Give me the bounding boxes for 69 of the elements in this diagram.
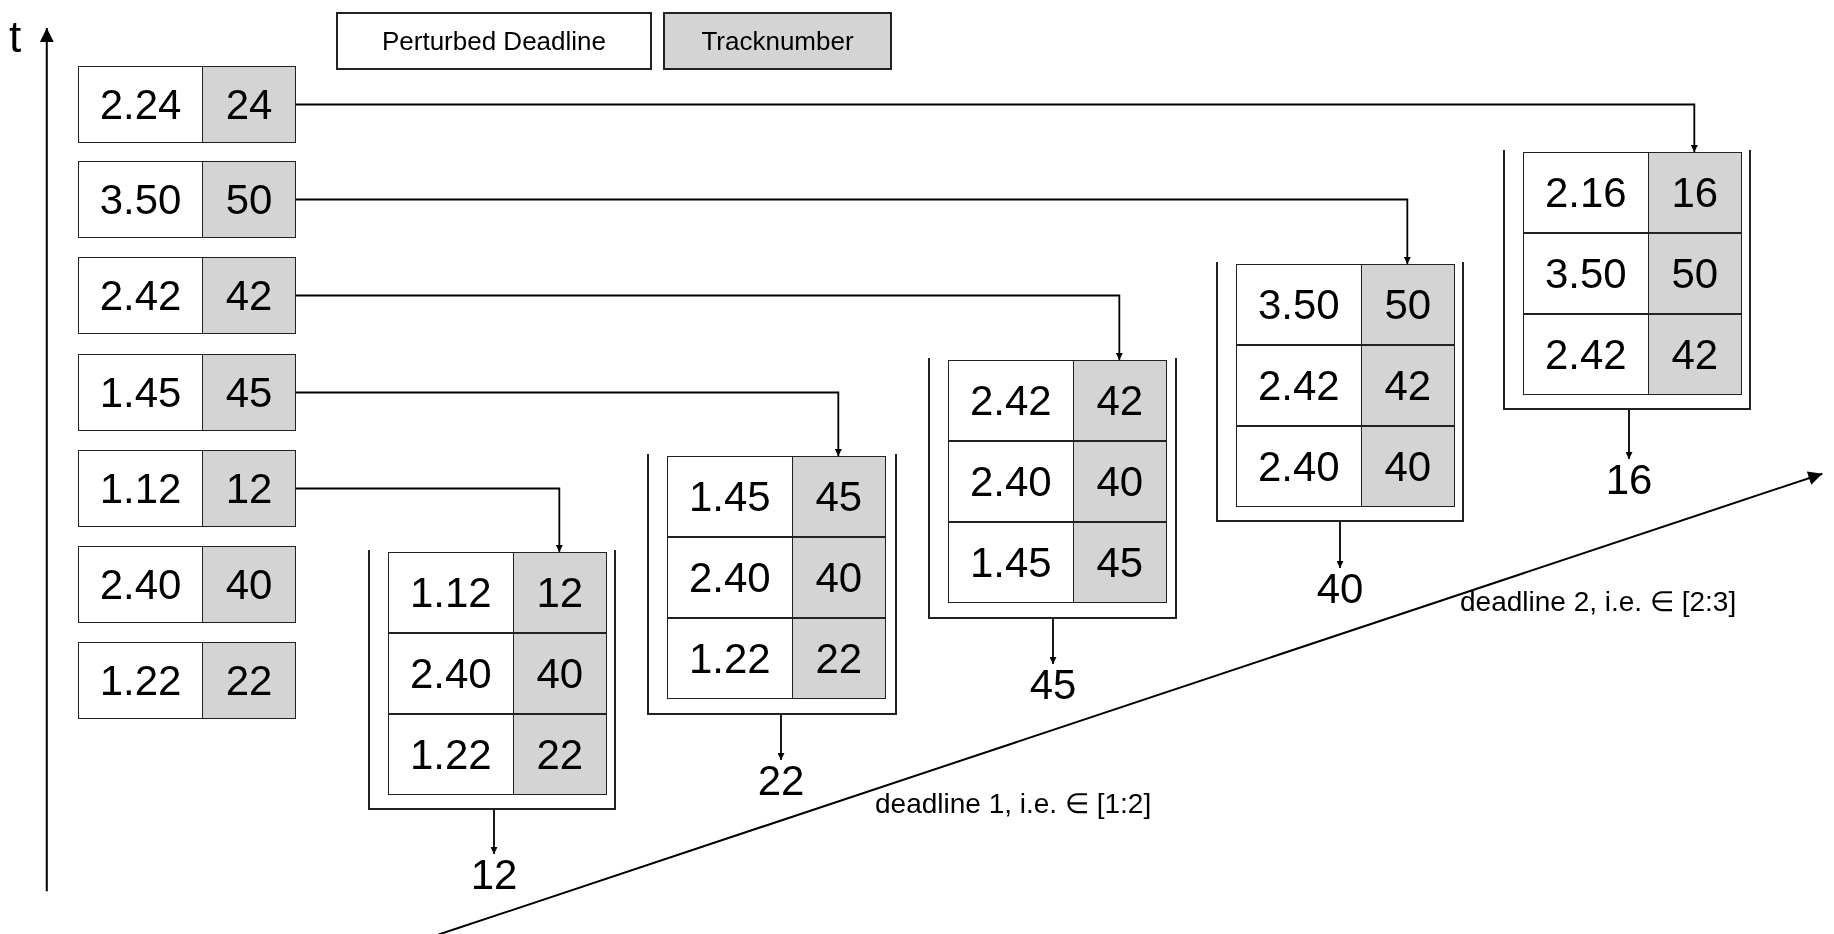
tracknumber-cell: 42 — [1072, 361, 1166, 440]
tracknumber-cell: 45 — [791, 457, 885, 536]
tracknumber-cell: 45 — [1072, 523, 1166, 602]
tracknumber-cell: 50 — [202, 162, 295, 237]
queue-entry — [948, 522, 1167, 603]
deadline-label: deadline 2, i.e. ∈ [2:3] — [1460, 585, 1737, 618]
queue-entry — [1236, 264, 1455, 345]
arrow — [777, 714, 785, 761]
queue-entry — [1236, 426, 1455, 507]
arrow — [1336, 521, 1344, 569]
deadline-label: deadline 1, i.e. ∈ [1:2] — [875, 787, 1152, 820]
arrow — [295, 391, 842, 457]
arrow — [1049, 618, 1057, 665]
tracknumber-cell: 40 — [202, 547, 295, 622]
tracknumber-cell: 40 — [791, 538, 885, 617]
tracknumber-cell: 16 — [1647, 153, 1741, 232]
tracknumber-cell: 42 — [202, 258, 295, 333]
queue-bracket — [1216, 262, 1464, 522]
queue-entry — [78, 354, 296, 431]
arrow — [490, 809, 498, 855]
tracknumber-cell: 42 — [1647, 315, 1741, 394]
tracknumber-cell: 22 — [512, 715, 606, 794]
queue-entry — [78, 450, 296, 527]
queue-entry — [1523, 314, 1742, 395]
tracknumber-cell: 24 — [202, 67, 295, 142]
queue-entry — [948, 360, 1167, 441]
legend-label: Tracknumber — [701, 25, 854, 57]
output-number: 22 — [746, 760, 816, 809]
tracknumber-cell: 45 — [202, 355, 295, 430]
queue-entry — [1236, 345, 1455, 426]
arrow — [295, 198, 1411, 265]
arrow — [295, 294, 1123, 361]
output-number: 40 — [1305, 568, 1375, 617]
queue-bracket — [1503, 150, 1751, 410]
arrow — [1625, 409, 1633, 460]
arrow — [295, 103, 1698, 153]
queue-entry — [388, 633, 607, 714]
queue-entry — [78, 546, 296, 623]
queue-entry — [388, 552, 607, 633]
tracknumber-cell: 12 — [202, 451, 295, 526]
queue-entry — [948, 441, 1167, 522]
queue-entry — [1523, 233, 1742, 314]
queue-entry — [388, 714, 607, 795]
queue-bracket — [928, 358, 1177, 619]
queue-entry — [78, 161, 296, 238]
arrow — [295, 487, 563, 553]
tracknumber-cell: 50 — [1360, 265, 1454, 344]
queue-entry — [667, 537, 886, 618]
tracknumber-cell: 40 — [1360, 427, 1454, 506]
queue-entry — [78, 66, 296, 143]
output-number: 45 — [1018, 664, 1088, 713]
tracknumber-cell: 40 — [1072, 442, 1166, 521]
tracknumber-cell: 50 — [1647, 234, 1741, 313]
legend-label: Perturbed Deadline — [381, 25, 606, 57]
axis-label: t — [9, 12, 22, 62]
queue-entry — [1523, 152, 1742, 233]
tracknumber-cell: 42 — [1360, 346, 1454, 425]
tracknumber-cell: 40 — [512, 634, 606, 713]
queue-bracket — [647, 454, 897, 715]
queue-bracket — [368, 550, 616, 810]
queue-entry — [667, 456, 886, 537]
queue-entry — [667, 618, 886, 699]
tracknumber-cell: 12 — [512, 553, 606, 632]
output-number: 16 — [1594, 459, 1664, 508]
queue-entry — [78, 257, 296, 334]
tracknumber-cell: 22 — [202, 643, 295, 718]
queue-entry — [78, 642, 296, 719]
tracknumber-cell: 22 — [791, 619, 885, 698]
output-number: 12 — [459, 854, 529, 903]
